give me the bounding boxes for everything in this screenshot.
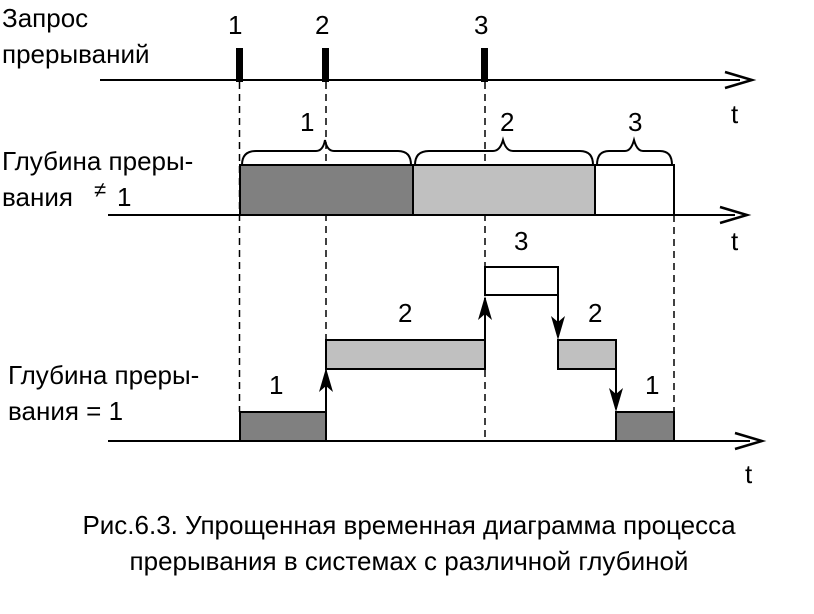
figure-caption-line2: прерывания в системах с различной глубин… — [130, 546, 689, 576]
request-pulse-1 — [236, 48, 243, 82]
depth-eq1-block-1b — [615, 411, 675, 442]
depth-eq1-block-2b — [557, 339, 617, 370]
request-axis-t-label: t — [731, 99, 739, 129]
depth-ne1-block-2 — [412, 164, 596, 216]
request-pulse-2 — [322, 48, 329, 82]
depth-eq1-label-2b: 2 — [588, 298, 602, 328]
brace-3 — [596, 136, 673, 166]
not-equal-sign: ≠ — [94, 177, 106, 202]
request-row-label-line1: Запрос — [2, 3, 88, 33]
depth-eq1-block-2a — [325, 339, 486, 370]
depth-eq1-label-1b: 1 — [645, 370, 659, 400]
brace-label-3: 3 — [628, 107, 642, 137]
request-row-label-line2: прерываний — [2, 39, 150, 69]
figure-caption-line1: Рис.6.3. Упрощенная временная диаграмма … — [82, 510, 736, 540]
depth-eq1-block-3 — [484, 266, 559, 296]
depth-eq1-label-line1: Глубина преры- — [8, 360, 199, 390]
dashed-guides — [238, 82, 675, 442]
arrowhead-up-1-to-2 — [319, 368, 333, 392]
request-marker-3: 3 — [474, 10, 488, 40]
depth-ne1-label-line1: Глубина преры- — [2, 146, 193, 176]
request-marker-1: 1 — [228, 10, 242, 40]
depth-eq1-label-line2: вания = 1 — [8, 396, 123, 426]
brace-1 — [241, 139, 412, 166]
depth-ne1-axis-t-label: t — [731, 226, 739, 256]
request-axis-arrowhead — [724, 70, 757, 90]
depth-ne1-block-1 — [239, 164, 414, 216]
depth-ne1-block-3 — [594, 164, 675, 216]
brace-2 — [414, 136, 594, 166]
depth-eq1-axis-arrowhead — [734, 431, 767, 451]
arrowhead-down-3-to-2 — [551, 316, 565, 340]
depth-eq1-label-3: 3 — [514, 226, 528, 256]
arrowhead-up-2-to-3 — [478, 296, 492, 320]
depth-eq1-label-2a: 2 — [398, 298, 412, 328]
brace-label-2: 2 — [500, 107, 514, 137]
depth-eq1-axis-t-label: t — [745, 459, 753, 489]
depth-ne1-label-line2: вания — [2, 182, 73, 212]
depth-ne1-axis-arrowhead — [719, 205, 752, 225]
depth-eq1-label-1a: 1 — [269, 370, 283, 400]
brace-label-1: 1 — [300, 107, 314, 137]
depth-eq1-block-1a — [239, 411, 327, 442]
depth-ne1-label-value: 1 — [117, 182, 131, 212]
request-pulse-3 — [481, 48, 488, 82]
arrowhead-down-2-to-1 — [609, 388, 623, 412]
request-marker-2: 2 — [315, 10, 329, 40]
